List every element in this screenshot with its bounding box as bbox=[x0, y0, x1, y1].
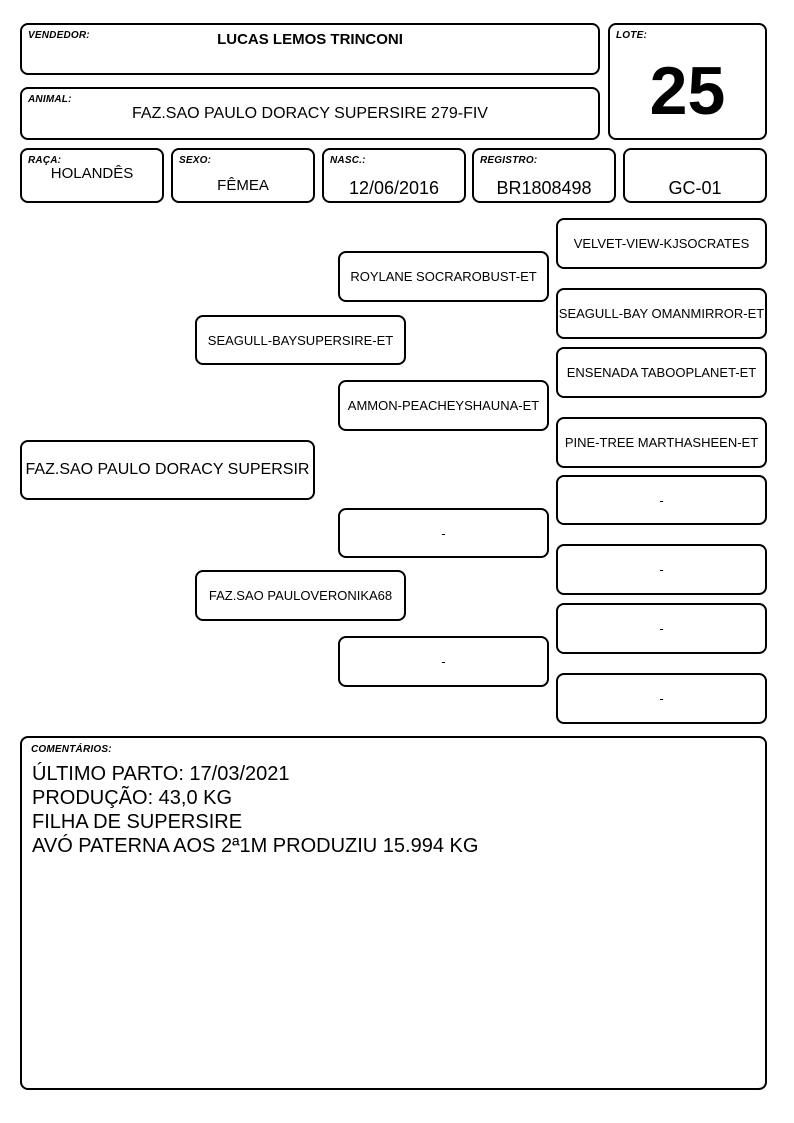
pedigree-ggp-6: - bbox=[556, 544, 767, 595]
pedigree-sire-sire: ROYLANE SOCRAROBUST-ET bbox=[338, 251, 549, 302]
raca-box: RAÇA: HOLANDÊS bbox=[20, 148, 164, 203]
animal-label: ANIMAL: bbox=[28, 94, 72, 105]
vendedor-box: VENDEDOR: LUCAS LEMOS TRINCONI bbox=[20, 23, 600, 75]
vendedor-label: VENDEDOR: bbox=[28, 30, 90, 41]
raca-label: RAÇA: bbox=[28, 155, 62, 166]
lote-box: LOTE: 25 bbox=[608, 23, 767, 140]
nasc-box: NASC.: 12/06/2016 bbox=[322, 148, 466, 203]
sexo-label: SEXO: bbox=[179, 155, 212, 166]
sexo-box: SEXO: FÊMEA bbox=[171, 148, 315, 203]
pedigree-ggp-3: ENSENADA TABOOPLANET-ET bbox=[556, 347, 767, 398]
pedigree-sire-sire-name: ROYLANE SOCRAROBUST-ET bbox=[350, 269, 537, 284]
pedigree-ggp-7-name: - bbox=[659, 621, 664, 636]
pedigree-dam-dam-name: - bbox=[441, 654, 446, 669]
comment-line: AVÓ PATERNA AOS 2ª1M PRODUZIU 15.994 KG bbox=[32, 835, 479, 857]
pedigree-dam-name: FAZ.SAO PAULOVERONIKA68 bbox=[208, 588, 393, 603]
gc-value: GC-01 bbox=[668, 178, 722, 198]
pedigree-ggp-3-name: ENSENADA TABOOPLANET-ET bbox=[566, 365, 757, 380]
pedigree-ggp-5: - bbox=[556, 475, 767, 525]
registro-box: REGISTRO: BR1808498 bbox=[472, 148, 616, 203]
pedigree-sire-dam: AMMON-PEACHEYSHAUNA-ET bbox=[338, 380, 549, 431]
nasc-value: 12/06/2016 bbox=[348, 178, 440, 198]
nasc-label: NASC.: bbox=[330, 155, 366, 166]
pedigree-sire: SEAGULL-BAYSUPERSIRE-ET bbox=[195, 315, 406, 365]
pedigree-ggp-8: - bbox=[556, 673, 767, 724]
animal-box: ANIMAL: FAZ.SAO PAULO DORACY SUPERSIRE 2… bbox=[20, 87, 600, 140]
pedigree-dam-sire-name: - bbox=[441, 525, 446, 541]
pedigree-ggp-6-name: - bbox=[659, 562, 664, 577]
pedigree-ggp-4-name: PINE-TREE MARTHASHEEN-ET bbox=[564, 435, 759, 450]
gc-box: GC-01 bbox=[623, 148, 767, 203]
registro-value: BR1808498 bbox=[496, 178, 592, 198]
pedigree-sire-name: SEAGULL-BAYSUPERSIRE-ET bbox=[207, 332, 394, 348]
pedigree-ggp-2: SEAGULL-BAY OMANMIRROR-ET bbox=[556, 288, 767, 339]
lote-number: 25 bbox=[649, 53, 726, 129]
pedigree-ggp-1-name: VELVET-VIEW-KJSOCRATES bbox=[573, 236, 750, 251]
pedigree-animal: FAZ.SAO PAULO DORACY SUPERSIR bbox=[20, 440, 315, 500]
pedigree-ggp-2-name: SEAGULL-BAY OMANMIRROR-ET bbox=[558, 306, 765, 321]
vendedor-name: LUCAS LEMOS TRINCONI bbox=[217, 31, 403, 48]
comments-text: ÚLTIMO PARTO: 17/03/2021 PRODUÇÃO: 43,0 … bbox=[32, 762, 478, 858]
comments-label: COMENTÁRIOS: bbox=[31, 744, 112, 755]
pedigree-ggp-1: VELVET-VIEW-KJSOCRATES bbox=[556, 218, 767, 269]
comment-line: FILHA DE SUPERSIRE bbox=[32, 811, 243, 833]
pedigree-dam-sire: - bbox=[338, 508, 549, 558]
comments-box: COMENTÁRIOS: ÚLTIMO PARTO: 17/03/2021 PR… bbox=[20, 736, 767, 1090]
pedigree-dam-dam: - bbox=[338, 636, 549, 687]
pedigree-animal-name: FAZ.SAO PAULO DORACY SUPERSIR bbox=[25, 461, 310, 478]
comment-line: ÚLTIMO PARTO: 17/03/2021 bbox=[32, 763, 290, 785]
sexo-value: FÊMEA bbox=[217, 177, 269, 194]
pedigree-ggp-5-name: - bbox=[659, 492, 664, 508]
registro-label: REGISTRO: bbox=[480, 155, 538, 166]
pedigree-sire-dam-name: AMMON-PEACHEYSHAUNA-ET bbox=[347, 398, 540, 413]
lote-label: LOTE: bbox=[616, 30, 647, 41]
animal-name: FAZ.SAO PAULO DORACY SUPERSIRE 279-FIV bbox=[132, 105, 488, 122]
pedigree-ggp-8-name: - bbox=[659, 691, 664, 706]
raca-value: HOLANDÊS bbox=[50, 165, 134, 182]
comment-line: PRODUÇÃO: 43,0 KG bbox=[32, 787, 233, 809]
pedigree-ggp-4: PINE-TREE MARTHASHEEN-ET bbox=[556, 417, 767, 468]
pedigree-dam: FAZ.SAO PAULOVERONIKA68 bbox=[195, 570, 406, 621]
pedigree-ggp-7: - bbox=[556, 603, 767, 654]
